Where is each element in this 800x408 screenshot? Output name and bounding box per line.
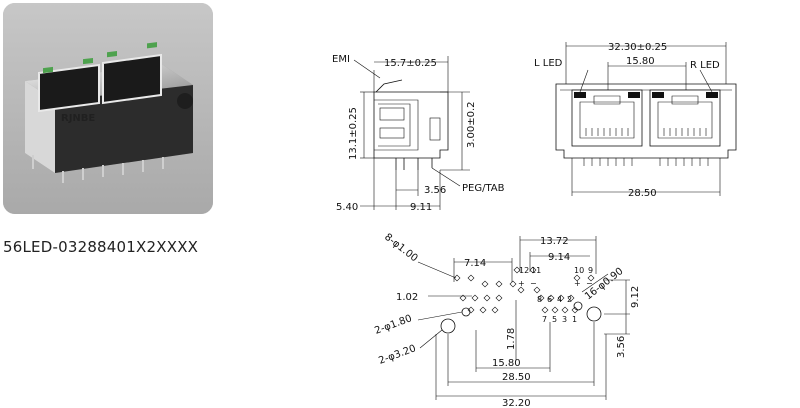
- polarity-plus-right: +: [574, 279, 581, 288]
- pin-label-3: 3: [562, 315, 567, 324]
- pin-label-8: 8: [537, 295, 542, 304]
- front-view: 32.30±0.25 15.80 L LED R LED 28.50: [534, 42, 737, 199]
- pin-label-12: 12: [519, 266, 529, 275]
- dim-15-80: 15.80: [492, 358, 521, 369]
- pin-label-7: 7: [542, 315, 547, 324]
- product-photo: RJNBE: [3, 3, 213, 214]
- pin-label-6: 6: [547, 295, 552, 304]
- dim-32-20: 32.20: [502, 398, 531, 408]
- pin-label-4: 4: [557, 295, 562, 304]
- dim-1-02: 1.02: [396, 292, 418, 303]
- right-led-label: R LED: [690, 60, 720, 71]
- mount-hole-left: [440, 318, 456, 334]
- side-width-dim: 15.7±0.25: [384, 58, 437, 69]
- dim-9-14: 9.14: [548, 252, 570, 263]
- peg-offset-dim: 3.56: [424, 185, 446, 196]
- side-view: 15.7±0.25 EMI 13.1±0.25 3.00±0.2 3.56 PE…: [332, 54, 505, 213]
- dim-28-50: 28.50: [502, 372, 531, 383]
- side-pin-height-dim: 3.00±0.2: [466, 101, 477, 148]
- dim-13-72: 13.72: [540, 236, 569, 247]
- polarity-plus-left: +: [518, 279, 525, 288]
- side-height-dim: 13.1±0.25: [348, 107, 359, 160]
- emi-label: EMI: [332, 54, 350, 65]
- dim-3-56: 3.56: [616, 336, 627, 358]
- polarity-minus-left: −: [530, 279, 537, 288]
- pin-label-9: 9: [588, 266, 593, 275]
- pin-label-2: 2: [567, 295, 572, 304]
- mount-hole-right: [586, 306, 602, 322]
- front-base-width-dim: 28.50: [628, 188, 657, 199]
- dim-9-12: 9.12: [630, 286, 641, 308]
- small-hole-note: 2-φ1.80: [373, 313, 413, 337]
- front-offset-dim: 5.40: [336, 202, 358, 213]
- pin-hole-note: 8-φ1.00: [382, 232, 419, 265]
- front-overall-width-dim: 32.30±0.25: [608, 42, 667, 53]
- polarity-minus-right: −: [586, 279, 593, 288]
- dim-7-14: 7.14: [464, 258, 486, 269]
- peg-tab-label: PEG/TAB: [462, 183, 505, 194]
- pin-label-11: 11: [531, 266, 541, 275]
- photo-watermark: RJNBE: [61, 113, 95, 124]
- pin-label-1: 1: [572, 315, 577, 324]
- pcb-footprint: 12 11 10 9 + − + − 8 6 4 2 7 5 3 1 8-φ1.…: [373, 232, 641, 408]
- part-number-label: 56LED-03288401X2XXXX: [3, 238, 199, 256]
- dim-1-78: 1.78: [506, 328, 517, 350]
- left-led-label: L LED: [534, 58, 563, 69]
- pin-row-dim: 9.11: [410, 202, 432, 213]
- port-pitch-dim: 15.80: [626, 56, 655, 67]
- pin-label-10: 10: [574, 266, 584, 275]
- rj45-jack-illustration: RJNBE: [3, 3, 213, 214]
- large-hole-note: 2-φ3.20: [377, 343, 417, 367]
- pin-label-5: 5: [552, 315, 557, 324]
